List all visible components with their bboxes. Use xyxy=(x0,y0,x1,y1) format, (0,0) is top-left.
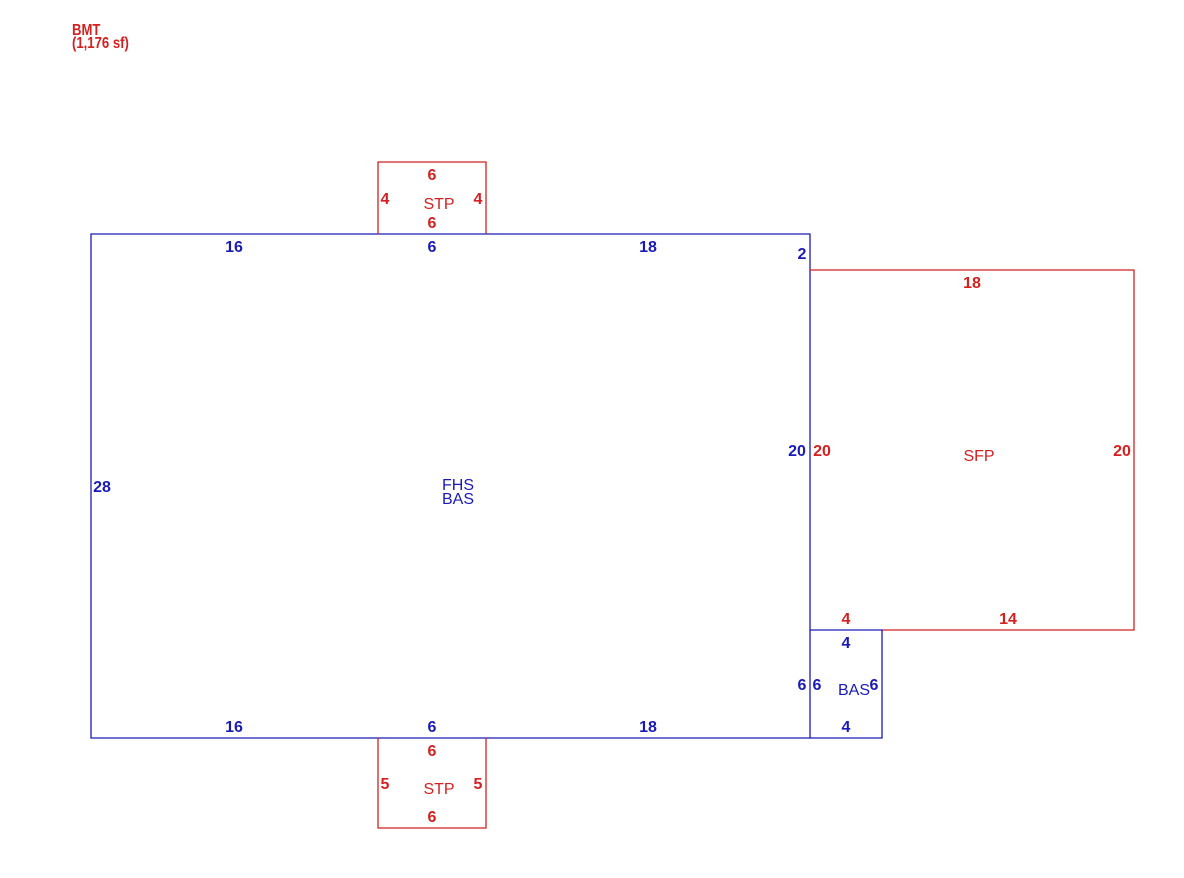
stoop-bottom-dim-right: 5 xyxy=(474,776,483,793)
level-code: BMT xyxy=(72,22,101,39)
bump-out-dim-bottom: 4 xyxy=(842,719,851,736)
stoop-bottom-code: STP xyxy=(423,781,454,798)
level-area: (1,176 sf) xyxy=(72,35,129,52)
main-dim-right-lower: 6 xyxy=(798,677,807,694)
bump-out-dim-left: 6 xyxy=(813,677,822,694)
porch-code: SFP xyxy=(963,448,994,465)
stoop-bottom-outline xyxy=(377,738,487,829)
main-dim-top-mid: 6 xyxy=(428,239,437,256)
stoop-top-code: STP xyxy=(423,196,454,213)
porch-outline xyxy=(810,269,1135,631)
main-dim-bottom-right: 18 xyxy=(639,719,657,736)
porch-dim-bottom-right: 14 xyxy=(999,611,1017,628)
main-dim-bottom-left: 16 xyxy=(225,719,243,736)
stoop-top-dim-bottom: 6 xyxy=(428,215,437,232)
main-dim-top-right: 18 xyxy=(639,239,657,256)
bump-out-outline xyxy=(810,629,883,739)
main-dim-left: 28 xyxy=(93,479,111,496)
porch-dim-bottom-left: 4 xyxy=(842,611,851,628)
stoop-top-outline xyxy=(377,161,487,234)
stoop-bottom-dim-bottom: 6 xyxy=(428,809,437,826)
main-dim-top-left: 16 xyxy=(225,239,243,256)
bump-out-dim-right: 6 xyxy=(870,677,879,694)
stoop-top-dim-top: 6 xyxy=(428,167,437,184)
stoop-bottom-dim-top: 6 xyxy=(428,743,437,760)
main-dim-bottom-mid: 6 xyxy=(428,719,437,736)
stoop-top-dim-left: 4 xyxy=(381,191,390,208)
main-area-code-fhs: FHS xyxy=(442,477,474,494)
main-dim-right-step: 2 xyxy=(798,246,807,263)
bump-out-code: BAS xyxy=(838,682,870,699)
porch-dim-right: 20 xyxy=(1113,443,1131,460)
main-area-code-bas: BAS xyxy=(442,491,474,508)
stoop-bottom-dim-left: 5 xyxy=(381,776,390,793)
stoop-top-dim-right: 4 xyxy=(474,191,483,208)
main-dim-right: 20 xyxy=(788,443,806,460)
porch-dim-top: 18 xyxy=(963,275,981,292)
bump-out-dim-top: 4 xyxy=(842,635,851,652)
porch-dim-left: 20 xyxy=(813,443,831,460)
level-label: BMT (1,176 sf) xyxy=(72,22,129,52)
